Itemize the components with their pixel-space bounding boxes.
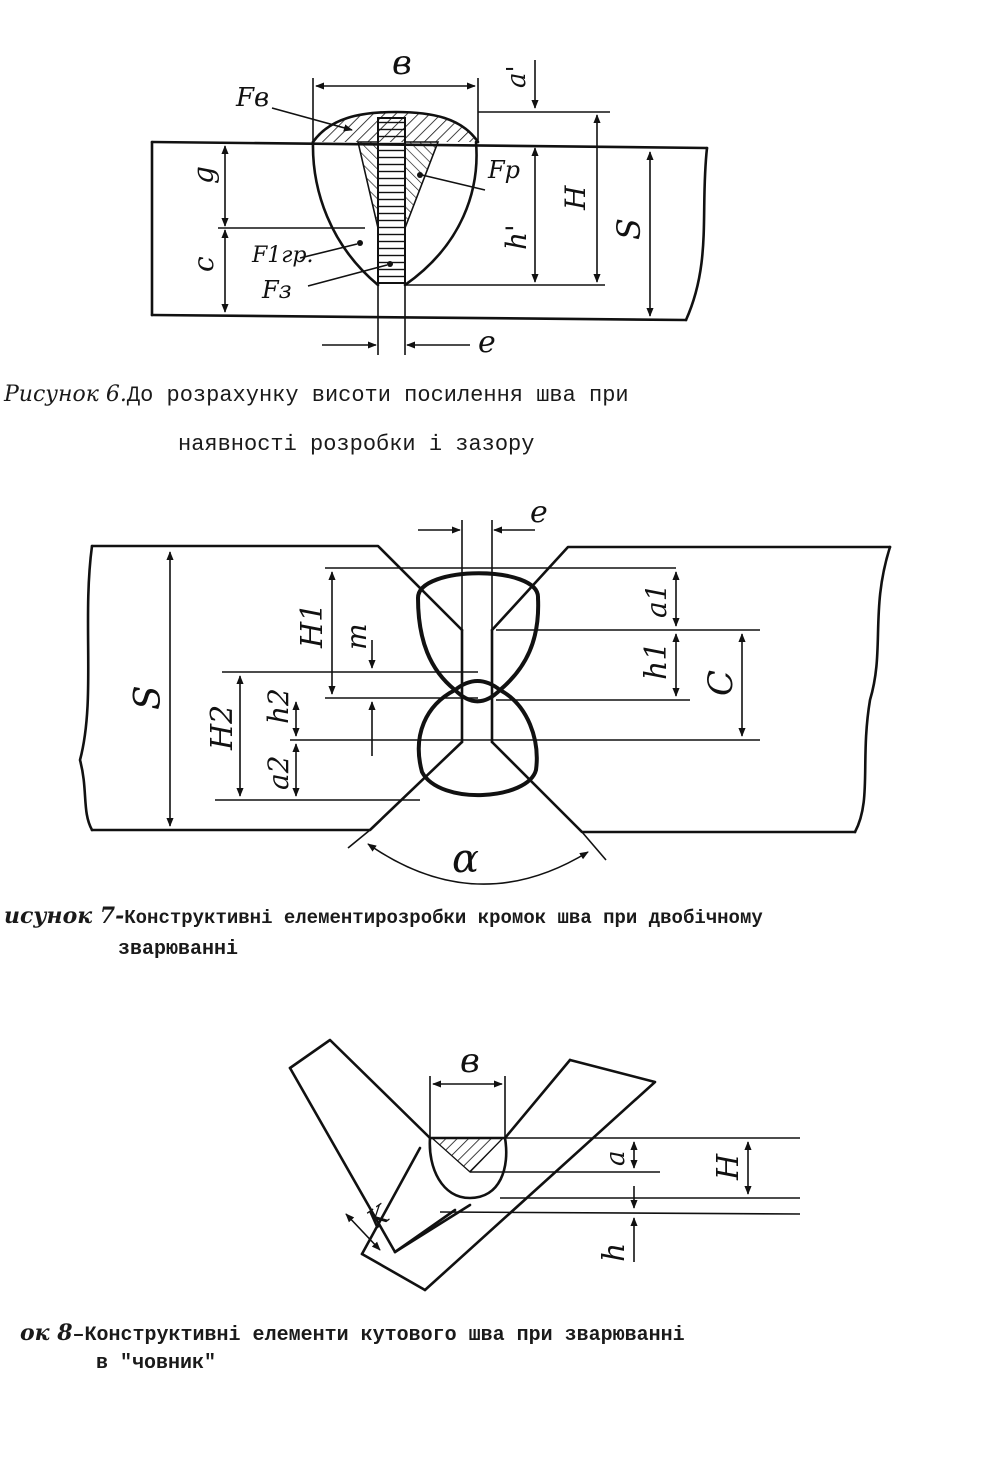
label-S: S (610, 218, 648, 240)
label-alpha: α (452, 836, 479, 882)
figure-6-weld-section: e в Fв Fp F1гр. Fз g c a' h' H S (150, 43, 709, 360)
figure-7-caption-prefix: исунок 7- (4, 903, 125, 929)
plate-bottom-edge (150, 313, 688, 322)
figure-6-caption-text: До розрахунку висоти посилення шва при (126, 383, 629, 408)
leader-Fp-dot (417, 172, 423, 178)
plate-right-break (684, 146, 709, 322)
label-H: H (711, 1153, 746, 1181)
leader-F1gr (299, 243, 358, 259)
figure-8-caption-prefix: ок 8 (20, 1320, 73, 1346)
leader-F1gr-dot (357, 240, 363, 246)
figure-7-caption-line2: зварюванні (118, 938, 239, 961)
left-plate-upper-edge (288, 1038, 432, 1140)
figure-8-caption-line2: в "човник" (96, 1352, 217, 1375)
label-g: g (187, 166, 220, 184)
joint-inner-line (393, 1208, 457, 1254)
top-weld-bead (416, 571, 541, 704)
plate-left-break (78, 544, 94, 832)
figure-6-caption-prefix: Рисунок 6. (4, 382, 127, 407)
label-Fz: Fз (261, 276, 292, 304)
label-h-prime: h' (500, 224, 533, 250)
figure-6-caption-line2: наявності розробки і зазору (178, 432, 535, 457)
label-c: c (187, 256, 220, 272)
label-a: a (601, 1150, 631, 1166)
label-a2: a2 (262, 755, 295, 790)
leader-Fz (307, 264, 388, 287)
right-plate-outer-edge (423, 1058, 657, 1292)
figure-8-caption-text: –Конструктивні елементи кутового шва при… (72, 1324, 685, 1347)
leader-Fp (421, 174, 486, 191)
plate-right-break (853, 545, 892, 834)
bevel-angle-arc (367, 843, 589, 885)
plate-top-right-edge (490, 545, 892, 632)
plates-bottom-edge (360, 1252, 427, 1292)
groove-right-hatch (404, 141, 440, 229)
label-a1: a1 (640, 583, 673, 618)
figure-7-caption-text: Конструктивні елементирозробки кромок шв… (124, 907, 763, 929)
label-H1: H1 (295, 603, 330, 649)
fusion-boundary (311, 140, 478, 287)
figure-6-caption-line1: Рисунок 6.До розрахунку висоти посилення… (4, 382, 629, 408)
label-H: H (559, 185, 592, 211)
leader-Fb (271, 107, 353, 132)
figure-7-double-sided-weld: e S H1 m H2 h2 a2 a1 h1 C α (78, 495, 892, 885)
label-F1gr: F1гр. (251, 243, 313, 268)
figure-8-fillet-weld: в a H h K (288, 1038, 801, 1292)
label-b: в (392, 43, 412, 83)
label-a-prime: a' (502, 65, 532, 88)
label-K: K (361, 1199, 396, 1236)
left-plate-inner-line (360, 1146, 422, 1256)
fillet-reinforcement-hatch (430, 1137, 505, 1173)
bevel-ext-left (347, 829, 371, 849)
gap-fill-lines (377, 117, 406, 284)
label-h1: h1 (639, 642, 674, 680)
bevel-ext-right (581, 831, 607, 861)
dim-K (345, 1213, 381, 1251)
label-m: m (340, 623, 373, 650)
bottom-weld-bead (416, 679, 539, 798)
label-C: C (701, 670, 741, 696)
plate-bottom-right-edge (490, 740, 857, 834)
label-b: в (460, 1041, 480, 1081)
label-S: S (128, 685, 169, 710)
label-Fb: Fв (235, 83, 269, 113)
label-h2: h2 (262, 688, 295, 724)
figure-8-caption-line1: ок 8–Конструктивні елементи кутового шва… (20, 1320, 685, 1347)
label-H2: H2 (205, 705, 240, 751)
groove-left-hatch (356, 141, 379, 229)
leader-Fz-dot (387, 261, 393, 267)
label-e: e (530, 495, 548, 530)
fillet-weld-bead (428, 1136, 508, 1200)
label-Fp: Fp (487, 156, 520, 184)
label-h: h (597, 1243, 632, 1262)
root-ext-line (439, 1211, 801, 1215)
label-e: e (478, 325, 496, 360)
figure-7-caption-line1: исунок 7-Конструктивні елементирозробки … (4, 903, 763, 929)
right-plate-upper-face (503, 1058, 572, 1140)
plate-top-left-edge (90, 544, 464, 632)
